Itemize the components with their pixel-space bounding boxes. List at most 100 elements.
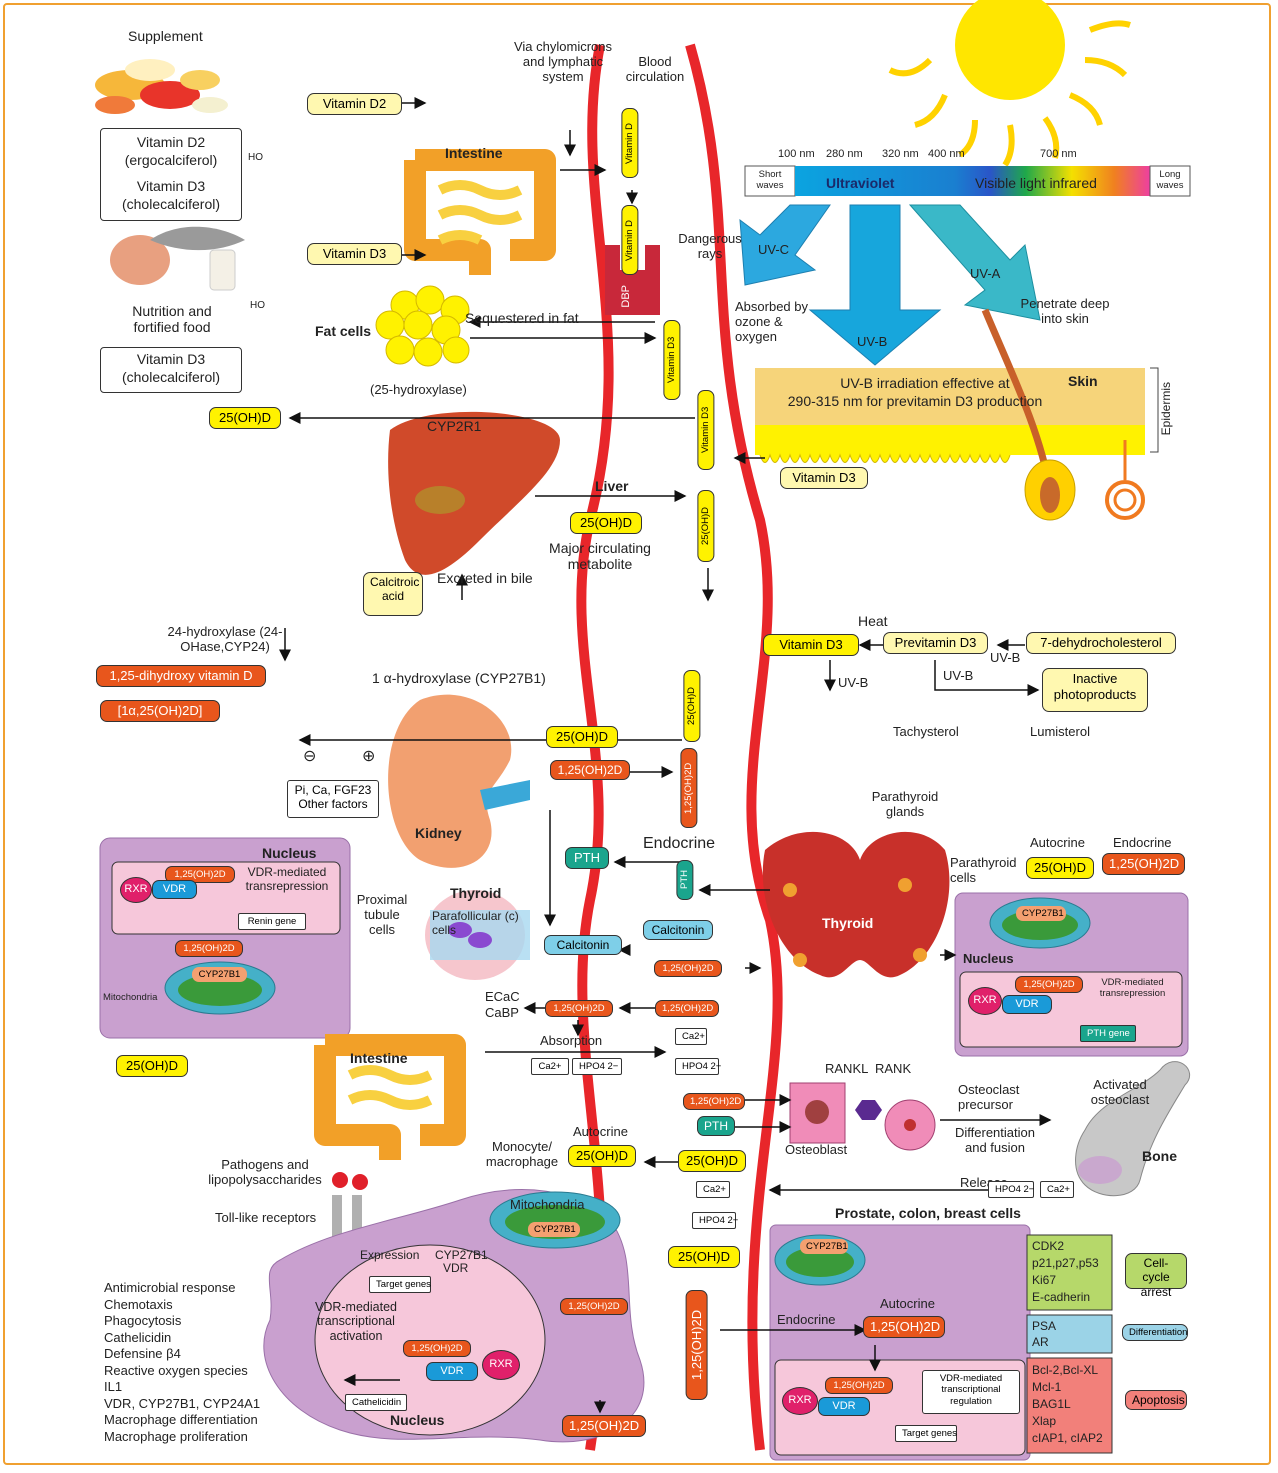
vitamin-d3-box: Vitamin D3: [307, 243, 402, 265]
previtamin-d3-box: Previtamin D3: [883, 632, 988, 654]
supplement-pills-image: [95, 59, 228, 114]
spectrum-bar: [745, 166, 1190, 196]
bone-ca-box: Ca2+: [1040, 1181, 1074, 1198]
response-item: Chemotaxis: [104, 1297, 260, 1314]
lumisterol-label: Lumisterol: [1030, 725, 1090, 740]
vitamin-d2-box: Vitamin D2: [307, 93, 402, 115]
apoptosis-gene: Mcl-1: [1032, 1379, 1103, 1396]
source-d2-label: Vitamin D2: [105, 134, 237, 150]
gut-hpo-box: HPO4 2−: [572, 1058, 622, 1075]
dbp-label: DBP: [620, 285, 633, 308]
prostate-ohd-box: 25(OH)D: [668, 1246, 740, 1268]
hydroxylase-24-label: 24-hydroxylase (24-OHase,CYP24): [160, 625, 290, 655]
bone-hpo-box: HPO4 2−: [988, 1181, 1034, 1198]
prostate-target-genes: Target genes: [895, 1425, 957, 1442]
prostate-vdr: VDR: [818, 1397, 870, 1416]
response-item: Cathelicidin: [104, 1330, 260, 1347]
kidney-cell-ohd: 25(OH)D: [116, 1055, 188, 1077]
liver-label: Liver: [595, 478, 628, 494]
immune-cyp27b1: CYP27B1: [528, 1222, 580, 1237]
long-waves-label: Long waves: [1152, 170, 1188, 192]
differentiation-genes: PSAAR: [1032, 1318, 1056, 1350]
kidney-label: Kidney: [415, 825, 462, 841]
ohd-liver-box: 25(OH)D: [570, 512, 642, 534]
immune-d125-out: 1,25(OH)2D: [562, 1415, 646, 1437]
bone-pth-box: PTH: [697, 1116, 735, 1136]
dihydroxy-vitamin-d-box: 1,25-dihydroxy vitamin D: [96, 665, 266, 687]
source-d2-sub: (ergocalciferol): [105, 152, 237, 168]
differentiation-gene: AR: [1032, 1334, 1056, 1350]
gut-ca-box-2: Ca2+: [675, 1028, 707, 1045]
renin-gene-box: Renin gene: [238, 913, 306, 930]
immune-mito-label: Mitochondria: [510, 1198, 584, 1213]
parathyroid-cells-label: Parathyroid cells: [950, 856, 1005, 886]
skin-text-2: 290-315 nm for previtamin D3 production: [765, 393, 1065, 409]
kidney-d125-vertical: 1,25(OH)2D: [680, 748, 697, 828]
kidney-image: [388, 695, 530, 868]
calcitonin-box-1: Calcitonin: [544, 935, 622, 955]
major-metabolite-label: Major circulating metabolite: [540, 540, 660, 572]
prostate-nucleus-d125: 1,25(OH)2D: [825, 1377, 893, 1394]
pathogens-label: Pathogens and lipopolysaccharides: [205, 1158, 325, 1188]
immune-d125-box: 1,25(OH)2D: [560, 1298, 628, 1315]
factors-line-1: Pi, Ca, FGF23: [294, 783, 372, 797]
thyroid-large-image: [763, 832, 950, 977]
ohd-left-box: 25(OH)D: [209, 407, 281, 429]
prostate-autocrine-label: Autocrine: [880, 1297, 935, 1312]
parathyroid-glands-label: Parathyroid glands: [860, 790, 950, 820]
penetrate-label: Penetrate deep into skin: [1015, 297, 1115, 327]
apoptosis-box: Apoptosis: [1125, 1390, 1187, 1410]
kidney-transrepression-label: VDR-mediated transrepression: [238, 866, 336, 894]
calcitroic-acid-box: Calcitroic acid: [363, 572, 423, 616]
rank-label: RANK: [875, 1062, 911, 1077]
apoptosis-gene: cIAP1, cIAP2: [1032, 1430, 1103, 1447]
minus-icon: ⊖: [303, 748, 316, 766]
dehydrocholesterol-box: 7-dehydrocholesterol: [1026, 632, 1176, 654]
gut-hpo-box-2: HPO4 2−: [675, 1058, 719, 1075]
fat-cells-image: [376, 286, 469, 366]
liver-image: [388, 412, 560, 575]
hydroxylase-25-label: (25-hydroxylase): [370, 383, 467, 398]
heat-label: Heat: [858, 613, 888, 629]
cell-cycle-gene: Ki67: [1032, 1272, 1099, 1289]
molecule-ho-2: HO: [250, 300, 265, 312]
sun-icon: [890, 0, 1130, 165]
kidney-cell-d125: 1,25(OH)2D: [175, 940, 243, 957]
kidney-ohd-box: 25(OH)D: [546, 726, 618, 748]
vitamin-d3-vertical-2: Vitamin D3: [697, 390, 714, 470]
apoptosis-gene: Bcl-2,Bcl-XL: [1032, 1362, 1103, 1379]
via-lymph-label: Via chylomicrons and lymphatic system: [508, 40, 618, 85]
bone-label: Bone: [1142, 1148, 1177, 1164]
immune-nucleus-label: Nucleus: [390, 1412, 444, 1428]
immune-vdr: VDR: [426, 1362, 478, 1381]
osteoblast-label: Osteoblast: [785, 1143, 847, 1158]
food-image: [110, 227, 245, 290]
cell-cycle-gene: E-cadherin: [1032, 1289, 1099, 1306]
parafollicular-label: Parafollicular (c) cells: [432, 910, 532, 938]
source-d3-label: Vitamin D3: [105, 178, 237, 194]
excreted-bile-label: Excreted in bile: [437, 570, 533, 586]
activated-osteoclast-label: Activated osteoclast: [1085, 1078, 1155, 1108]
uvb-label-3: UV-B: [943, 669, 973, 684]
factors-box: Pi, Ca, FGF23 Other factors: [287, 780, 379, 818]
fat-cells-label: Fat cells: [315, 323, 371, 339]
differentiation-box: Differentiation: [1122, 1324, 1188, 1341]
tick-320nm: 320 nm: [882, 148, 919, 161]
inactive-photoproducts-box: Inactive photoproducts: [1042, 668, 1148, 712]
vitamin-d-vertical-1: Vitamin D: [621, 108, 638, 178]
gut-d125-b: 1,25(OH)2D: [655, 1000, 719, 1017]
prostate-rxr: RXR: [782, 1387, 818, 1415]
immune-target-genes: Target genes: [369, 1276, 431, 1293]
tick-280nm: 280 nm: [826, 148, 863, 161]
food-d3-label: Vitamin D3: [105, 351, 237, 367]
synth-vitamin-d3-box: Vitamin D3: [763, 634, 859, 656]
cell-cycle-arrest-box: Cell-cycle arrest: [1125, 1253, 1187, 1289]
source-d3-sub: (cholecalciferol): [105, 196, 237, 212]
calcitonin-box-2: Calcitonin: [643, 920, 713, 940]
sequestered-label: Sequestered in fat: [465, 310, 579, 326]
cell-cycle-genes: CDK2p21,p27,p53Ki67E-cadherin: [1032, 1238, 1099, 1306]
immune-nucleus-d125: 1,25(OH)2D: [403, 1340, 471, 1357]
response-item: IL1: [104, 1379, 260, 1396]
plus-icon: ⊕: [362, 748, 375, 766]
